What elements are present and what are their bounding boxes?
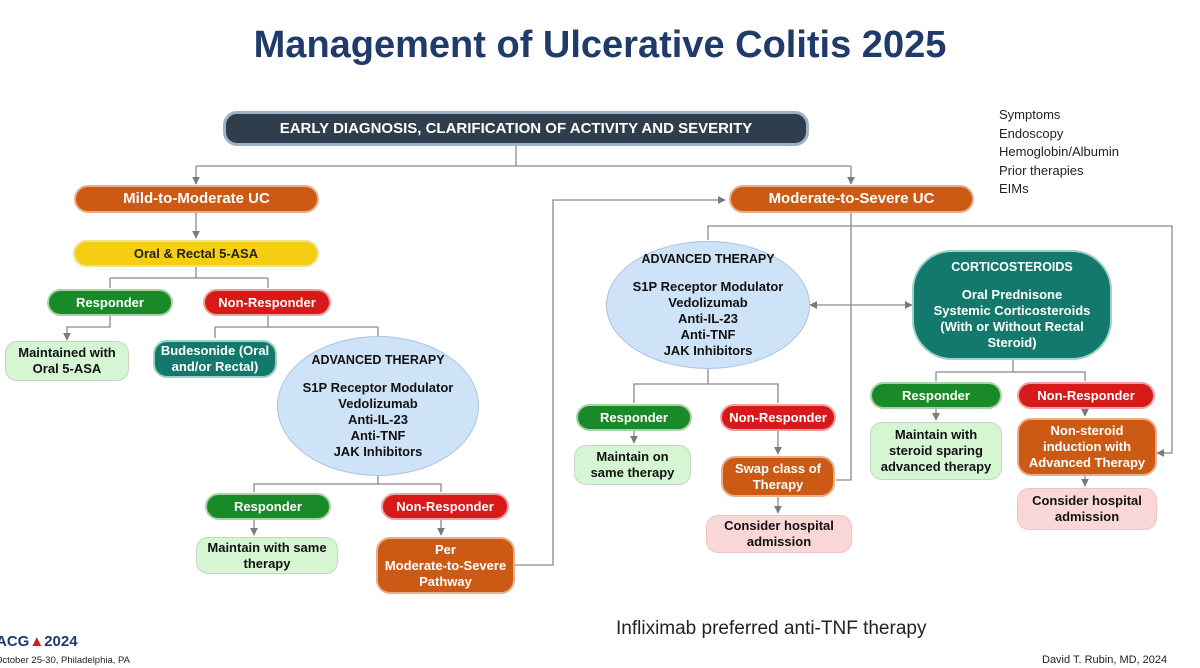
assessment-list: Symptoms Endoscopy Hemoglobin/Albumin Pr… [999, 106, 1119, 199]
maintain-same-therapy-box: Maintain with same therapy [196, 537, 338, 574]
event-dates: October 25-30, Philadelphia, PA [0, 655, 131, 666]
cortico-non-responder-label: Non-Responder [1017, 382, 1155, 409]
mild-moderate-uc-header: Mild-to-Moderate UC [74, 185, 319, 213]
mild-adv-non-responder-label: Non-Responder [381, 493, 509, 520]
cortico-responder-label: Responder [870, 382, 1002, 409]
connector-severe-split [707, 225, 1173, 453]
connector-to-maintained [63, 316, 111, 341]
assessment-item: Hemoglobin/Albumin [999, 144, 1119, 159]
oral-rectal-5asa-box: Oral & Rectal 5-ASA [73, 240, 319, 267]
slide-title: Management of Ulcerative Colitis 2025 [253, 24, 947, 66]
connector-cortico-split [935, 360, 1086, 381]
acg-logo-year-text: 2024 [44, 633, 78, 650]
maintained-oral-5asa-box: Maintained with Oral 5-ASA [5, 341, 129, 381]
hospital-admission-box-b: Consider hospital admission [1017, 488, 1157, 530]
per-pathway-box: Per Moderate-to-Severe Pathway [376, 537, 515, 594]
acg-logo: ACG▲2024 [0, 633, 116, 653]
severe-adv-non-responder-label: Non-Responder [720, 404, 836, 431]
connector-pathway-loop [515, 196, 726, 566]
hospital-admission-box-a: Consider hospital admission [706, 515, 852, 553]
assessment-item: Prior therapies [999, 162, 1084, 178]
connector-severe-stem [836, 212, 852, 481]
connector-adv-split [253, 475, 442, 492]
early-diagnosis-box: EARLY DIAGNOSIS, CLARIFICATION OF ACTIVI… [223, 111, 809, 146]
assessment-item: Endoscopy [999, 125, 1064, 141]
budesonide-box: Budesonide (Oral and/or Rectal) [153, 340, 277, 378]
author-credit: David T. Rubin, MD, 2024 [1042, 654, 1168, 666]
assessment-item: EIMs [999, 181, 1029, 196]
severe-advanced-therapy-bubble: ADVANCED THERAPY S1P Receptor Modulator … [606, 241, 810, 369]
mild-adv-responder-label: Responder [205, 493, 331, 520]
steroid-sparing-box: Maintain with steroid sparing advanced t… [870, 422, 1002, 480]
maintain-on-same-therapy-box: Maintain on same therapy [574, 445, 691, 485]
mild-non-responder-label: Non-Responder [203, 289, 331, 316]
connector-asa-split [109, 267, 269, 288]
severe-adv-responder-label: Responder [576, 404, 692, 431]
moderate-severe-uc-header: Moderate-to-Severe UC [729, 185, 974, 213]
connector-nonresp-split [214, 316, 379, 338]
non-steroid-induction-box: Non-steroid induction with Advanced Ther… [1017, 418, 1157, 476]
footnote-text: Infliximab preferred anti-TNF therapy [616, 618, 927, 639]
acg-logo-text: ACG [0, 633, 30, 650]
connector-sev-adv-split [633, 368, 779, 403]
mild-advanced-therapy-bubble: ADVANCED THERAPY S1P Receptor Modulator … [277, 336, 479, 476]
swap-class-box: Swap class of Therapy [721, 456, 835, 497]
corticosteroids-box: CORTICOSTEROIDS Oral Prednisone Systemic… [912, 250, 1112, 360]
acg-logo-flame-icon: ▲ [29, 633, 45, 650]
advanced-therapy-heading: ADVANCED THERAPY [311, 353, 445, 367]
assessment-item: Symptoms [999, 107, 1061, 122]
mild-responder-label: Responder [47, 289, 173, 316]
